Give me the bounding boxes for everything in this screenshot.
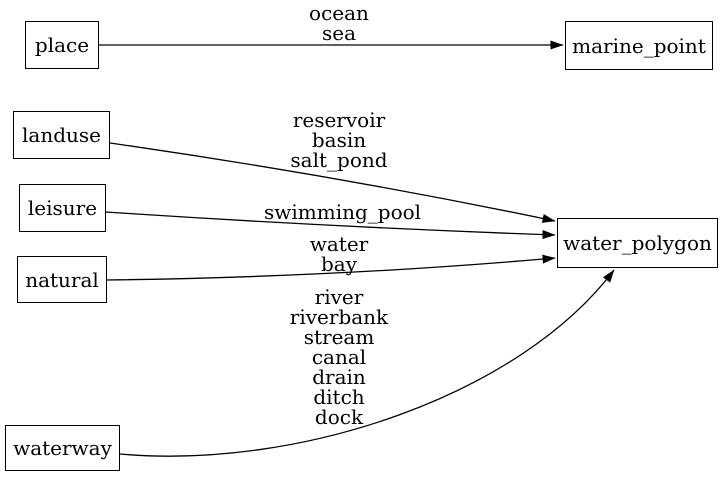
node-waterway: waterway — [5, 425, 120, 471]
edge-label-natural-water-polygon: water bay — [309, 232, 369, 276]
edge-label-leisure-water-polygon: swimming_pool — [264, 200, 422, 224]
node-place: place — [25, 21, 99, 69]
edge-label-waterway-water-polygon: river riverbank stream canal drain ditch… — [289, 285, 389, 429]
edge-landuse-water_polygon — [109, 142, 556, 223]
node-landuse: landuse — [13, 111, 110, 159]
node-marine-point: marine_point — [565, 21, 713, 70]
node-leisure: leisure — [19, 184, 106, 232]
node-water-polygon: water_polygon — [557, 218, 718, 268]
edge-label-landuse-water-polygon: reservoir basin salt_pond — [290, 108, 388, 172]
edge-waterway-water_polygon — [119, 269, 615, 457]
edge-leisure-water_polygon — [105, 211, 556, 240]
edge-label-place-marine-point: ocean sea — [309, 1, 369, 45]
node-natural: natural — [17, 256, 107, 303]
edge-natural-water_polygon — [106, 254, 556, 281]
